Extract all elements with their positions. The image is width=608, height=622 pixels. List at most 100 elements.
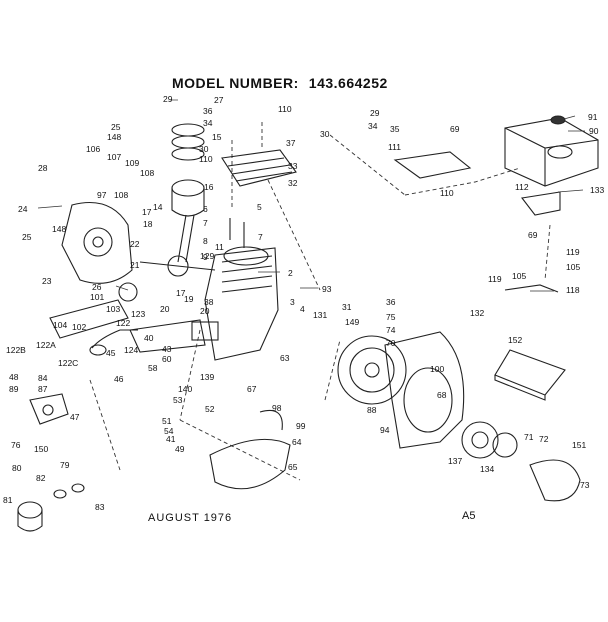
callout: 25 bbox=[22, 232, 32, 242]
callout: 17 bbox=[176, 288, 186, 298]
model-number-label: MODEL NUMBER: bbox=[172, 75, 299, 91]
callout: 7 bbox=[203, 218, 208, 228]
callout: 151 bbox=[572, 440, 586, 450]
callout: 111 bbox=[388, 142, 401, 152]
callout: 109 bbox=[125, 158, 139, 168]
callout: 75 bbox=[386, 312, 396, 322]
callout: 43 bbox=[162, 344, 172, 354]
carburetor bbox=[29, 393, 69, 425]
callout: 23 bbox=[42, 276, 52, 286]
callout: 29 bbox=[370, 108, 380, 118]
callout: 97 bbox=[97, 190, 107, 200]
callout: 105 bbox=[512, 271, 526, 281]
callout: 8 bbox=[203, 236, 208, 246]
callout: 124 bbox=[124, 345, 138, 355]
callout: 22 bbox=[130, 239, 140, 249]
callout: 134 bbox=[480, 464, 494, 474]
callout: 107 bbox=[107, 152, 121, 162]
callout: 41 bbox=[166, 434, 176, 444]
cylinder-head bbox=[221, 149, 297, 187]
callout: 108 bbox=[114, 190, 128, 200]
callout: 4 bbox=[300, 304, 305, 314]
callout: 89 bbox=[9, 384, 19, 394]
callout: 36 bbox=[386, 297, 396, 307]
callout: 137 bbox=[448, 456, 462, 466]
callout: 52 bbox=[205, 404, 215, 414]
assembly-dashed-lines bbox=[89, 122, 551, 481]
callout: 5 bbox=[257, 202, 262, 212]
callout: 38 bbox=[204, 297, 214, 307]
callout: 69 bbox=[528, 230, 538, 240]
callout: 11 bbox=[215, 242, 224, 252]
callout: 54 bbox=[164, 426, 174, 436]
callout: 20 bbox=[200, 306, 210, 316]
callout: 133 bbox=[590, 185, 604, 195]
callout: 131 bbox=[313, 310, 327, 320]
callout: 67 bbox=[247, 384, 257, 394]
callout: 122A bbox=[36, 340, 56, 350]
callout: 110 bbox=[440, 188, 454, 198]
callout: 81 bbox=[3, 495, 13, 505]
part-drawings bbox=[17, 115, 599, 532]
callout: 53 bbox=[173, 395, 183, 405]
callout: 27 bbox=[214, 95, 224, 105]
callout: 64 bbox=[292, 437, 302, 447]
callout: 25 bbox=[111, 122, 121, 132]
callout: 122 bbox=[116, 318, 130, 328]
callout: 139 bbox=[200, 372, 214, 382]
flywheel bbox=[337, 335, 407, 405]
model-number-value: 143.664252 bbox=[308, 75, 388, 91]
callout: 20 bbox=[160, 304, 170, 314]
owners-manual bbox=[494, 349, 566, 396]
crankcase-cover bbox=[61, 201, 133, 284]
callout: 40 bbox=[144, 333, 154, 343]
callout: 19 bbox=[184, 294, 194, 304]
callout: 119 bbox=[488, 274, 502, 284]
callout: 69 bbox=[450, 124, 460, 134]
callout: 72 bbox=[539, 434, 549, 444]
callout: 140 bbox=[178, 384, 192, 394]
callout: 60 bbox=[162, 354, 172, 364]
callout: 7 bbox=[258, 232, 263, 242]
callout: 152 bbox=[508, 335, 522, 345]
callout-leader-lines bbox=[37, 99, 585, 292]
callout: 90 bbox=[589, 126, 599, 136]
callout: 49 bbox=[175, 444, 185, 454]
revision-date: AUGUST 1976 bbox=[148, 512, 233, 524]
blower-housing bbox=[384, 331, 465, 449]
callout: 36 bbox=[203, 106, 213, 116]
callout: 87 bbox=[38, 384, 48, 394]
cylinder-block bbox=[204, 247, 279, 361]
callout: 123 bbox=[131, 309, 145, 319]
callout: 9 bbox=[203, 252, 208, 262]
shroud bbox=[209, 438, 291, 490]
callout: 51 bbox=[162, 416, 172, 426]
callout: 91 bbox=[588, 112, 598, 122]
callout: 48 bbox=[9, 372, 19, 382]
callout: 80 bbox=[12, 463, 22, 473]
callout: 31 bbox=[342, 302, 352, 312]
callout: 71 bbox=[524, 432, 534, 442]
wing-nut-icon bbox=[550, 115, 566, 125]
callout: 106 bbox=[86, 144, 100, 154]
callout: 29 bbox=[163, 94, 173, 104]
callout: 34 bbox=[368, 121, 378, 131]
callout: 30 bbox=[320, 129, 330, 139]
callout: 46 bbox=[114, 374, 124, 384]
callout: 82 bbox=[36, 473, 46, 483]
callout: 47 bbox=[70, 412, 80, 422]
callout: 102 bbox=[72, 322, 86, 332]
callout: 150 bbox=[34, 444, 48, 454]
callout: 15 bbox=[212, 132, 222, 142]
callout: 100 bbox=[430, 364, 444, 374]
callout: 65 bbox=[288, 462, 298, 472]
callout: 35 bbox=[390, 124, 400, 134]
callout: 28 bbox=[38, 163, 48, 173]
callout: 70 bbox=[386, 338, 396, 348]
callout: 129 bbox=[200, 251, 214, 261]
callout: 148 bbox=[107, 132, 121, 142]
callout: 118 bbox=[566, 285, 580, 295]
crankshaft bbox=[139, 261, 216, 271]
callout: 79 bbox=[60, 460, 70, 470]
callout: 84 bbox=[38, 373, 48, 383]
